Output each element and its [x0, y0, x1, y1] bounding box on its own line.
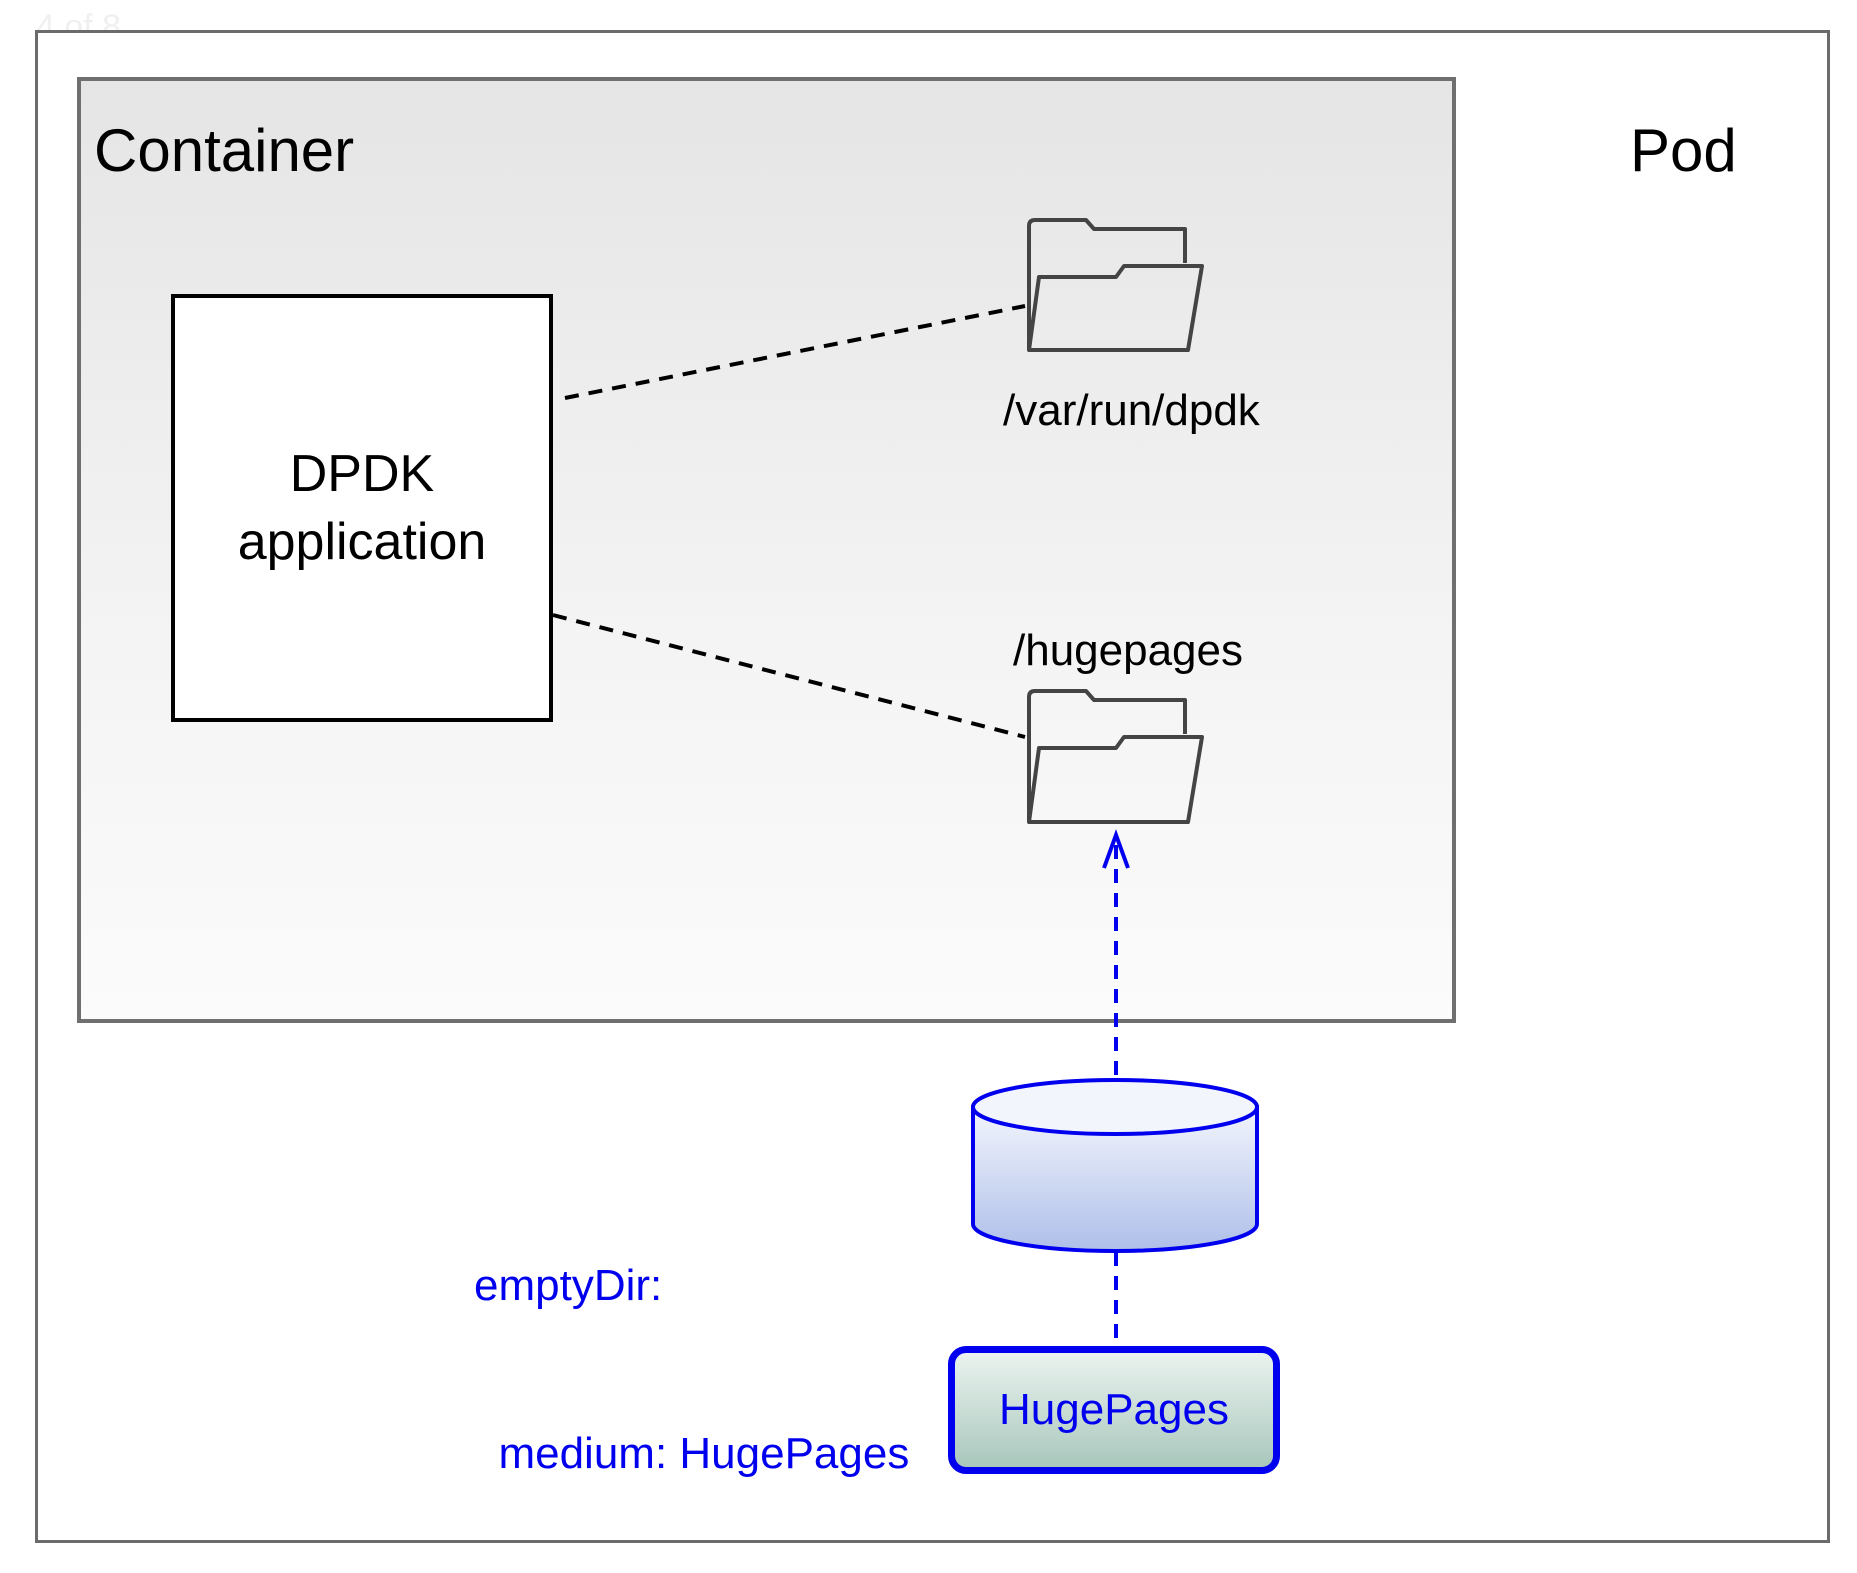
connector-app-to-hugepages: [552, 613, 1026, 739]
emptydir-line1: emptyDir:: [474, 1261, 663, 1310]
dpdk-application-box: [171, 294, 553, 722]
emptydir-spec: emptyDir: medium: HugePages: [474, 1146, 909, 1538]
cylinder-icon: [971, 1078, 1259, 1253]
hugepages-path-label: /hugepages: [1013, 626, 1243, 675]
hugepages-box: [948, 1346, 1280, 1474]
hugepages-box-label: HugePages: [999, 1385, 1229, 1434]
pod-title: Pod: [1630, 117, 1737, 184]
container-title: Container: [94, 117, 355, 184]
app-label-line1: DPDK: [289, 445, 435, 503]
emptydir-line2: medium: HugePages: [474, 1429, 910, 1478]
var-run-dpdk-label: /var/run/dpdk: [1003, 386, 1260, 435]
dpdk-application-label: DPDK application: [171, 440, 553, 576]
connector-app-to-var-run-dpdk: [564, 304, 1026, 400]
folder-icon: [1027, 218, 1204, 352]
app-label-line2: application: [237, 513, 487, 571]
arrow-head-icon: [1102, 829, 1130, 869]
folder-icon: [1027, 689, 1204, 824]
